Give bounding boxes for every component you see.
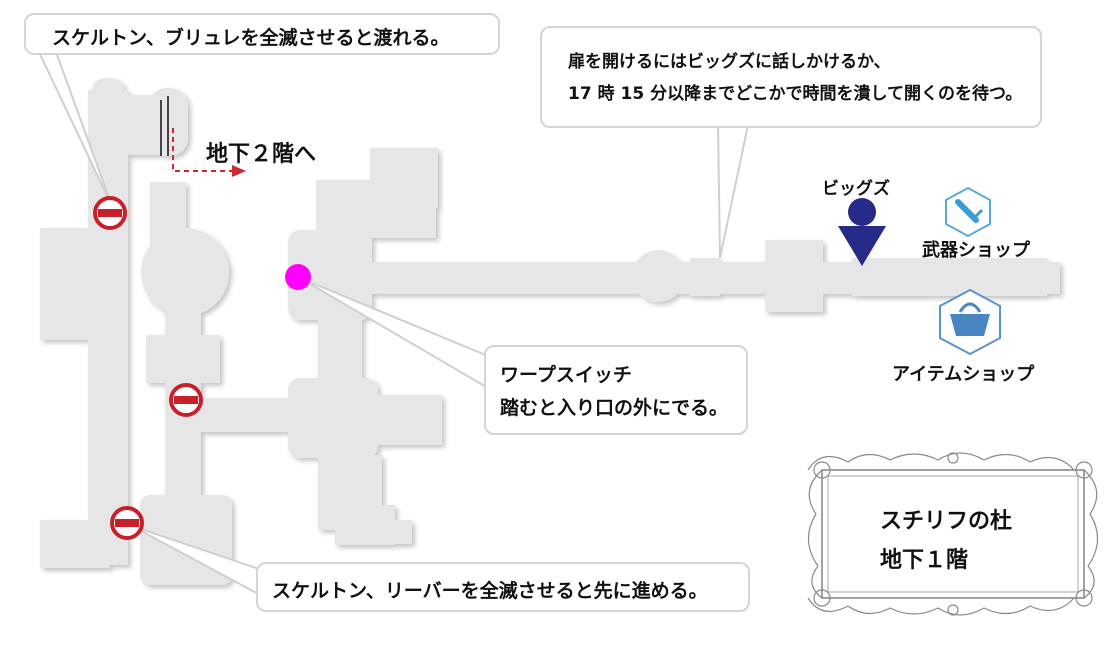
enemy-marker-icon — [169, 383, 203, 417]
callout-top-right: 扉を開けるにはビッグズに話しかけるか、 17 時 15 分以降までどこかで時間を… — [540, 26, 1042, 128]
to-b2-label: 地下２階へ — [206, 142, 317, 167]
route-arrow-path — [172, 128, 232, 172]
route-arrow-head — [232, 165, 246, 177]
biggs-label: ビッグズ — [822, 179, 890, 199]
biggs-marker-icon — [838, 198, 886, 266]
callout-warp-line-2: 踏むと入り口の外にでる。 — [500, 397, 729, 419]
callout-top-right-line-1: 扉を開けるにはビッグズに話しかけるか、 — [568, 52, 891, 72]
sword-hexagon-icon — [945, 186, 991, 238]
callout-bottom: スケルトン、リーバーを全滅させると先に進める。 — [256, 562, 750, 612]
title-plate-frame — [807, 452, 1099, 616]
callout-top-right-line-2: 17 時 15 分以降までどこかで時間を潰して開くのを待つ。 — [568, 84, 1023, 104]
enemy-marker-icon — [110, 506, 144, 540]
basket-hexagon-icon — [939, 288, 1001, 356]
enemy-marker-icon — [93, 196, 127, 230]
callout-bottom-text: スケルトン、リーバーを全滅させると先に進める。 — [272, 580, 708, 602]
callout-pointers — [36, 48, 750, 598]
callout-top-left-text: スケルトン、ブリュレを全滅させると渡れる。 — [52, 27, 450, 49]
callout-warp: ワープスイッチ 踏むと入り口の外にでる。 — [484, 345, 748, 435]
title-plate-floor: 地下１階 — [880, 548, 969, 573]
title-plate-name: スチリフの杜 — [880, 509, 1013, 534]
weapon-shop-label: 武器ショップ — [922, 240, 1030, 261]
warp-switch-icon — [285, 264, 311, 290]
callout-warp-line-1: ワープスイッチ — [500, 364, 632, 386]
callout-top-left: スケルトン、ブリュレを全滅させると渡れる。 — [24, 13, 500, 55]
item-shop-label: アイテムショップ — [892, 364, 1035, 385]
